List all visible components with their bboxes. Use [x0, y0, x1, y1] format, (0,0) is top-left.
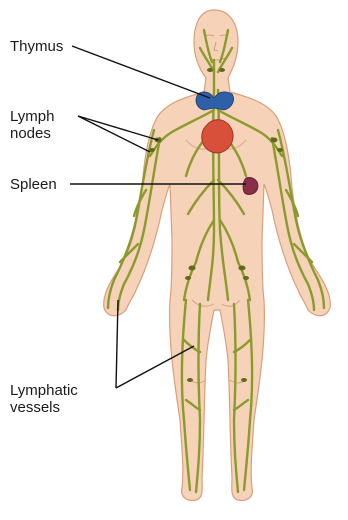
label-lymph-nodes-line2: nodes: [10, 125, 54, 142]
leader-thymus: [72, 46, 210, 98]
label-lymph-nodes: Lymph nodes: [10, 108, 54, 142]
label-lymph-nodes-line1: Lymph: [10, 108, 54, 125]
label-lymphatic-vessels: Lymphatic vessels: [10, 382, 78, 416]
spleen-organ: [243, 177, 258, 194]
label-spleen: Spleen: [10, 176, 57, 193]
label-vessels-line2: vessels: [10, 399, 78, 416]
label-vessels-line1: Lymphatic: [10, 382, 78, 399]
label-thymus: Thymus: [10, 38, 63, 55]
